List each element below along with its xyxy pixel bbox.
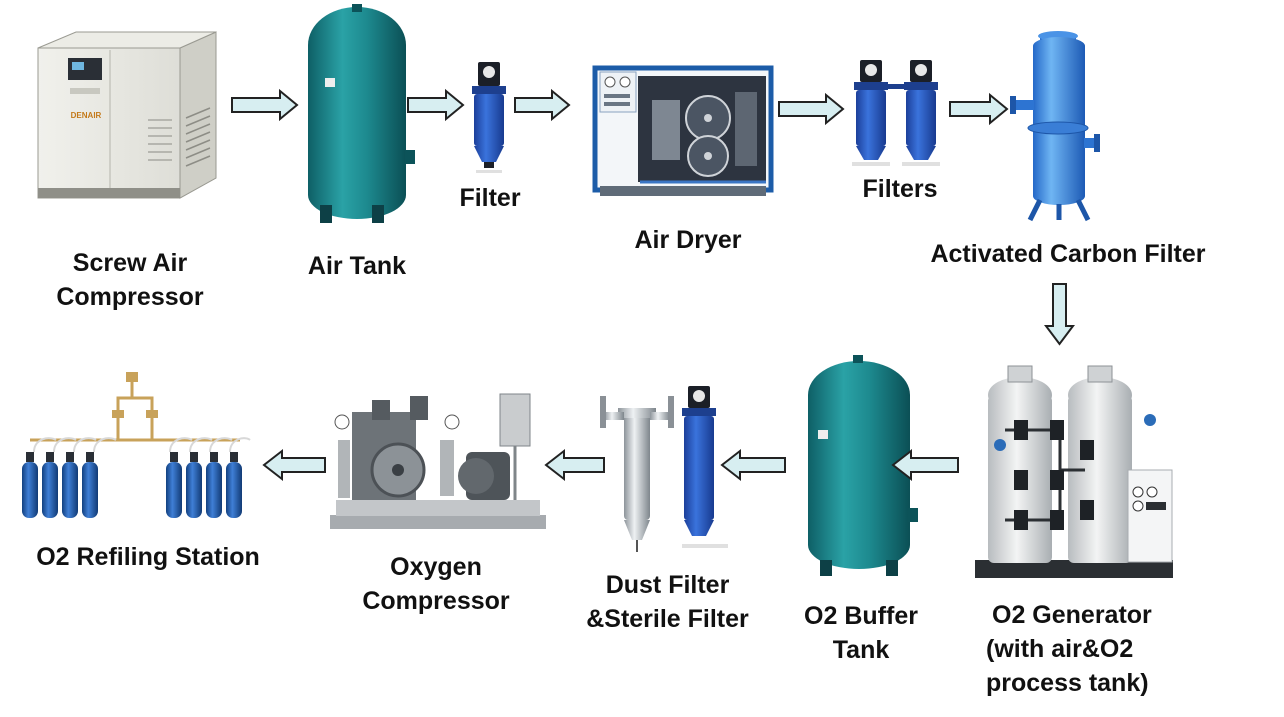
- oxygen-compressor-image: [330, 393, 546, 529]
- label-screw-air-compressor: Screw Air Compressor: [56, 249, 204, 311]
- o2-generator-image: [975, 365, 1173, 578]
- o2-buffer-tank-image: [808, 355, 918, 576]
- flow-arrow-filter-to-dryer: [514, 88, 571, 122]
- flow-arrow-compressor-to-station: [262, 448, 326, 482]
- flow-arrow-generator-to-buffer: [891, 448, 959, 482]
- label-air-tank: Air Tank: [307, 252, 407, 280]
- filter-image: [472, 62, 506, 173]
- label-filters: Filters: [862, 175, 938, 203]
- air-tank-image: [308, 4, 415, 223]
- flow-arrow-dust-filter-to-compressor: [544, 448, 605, 482]
- label-activated-carbon-filter: Activated Carbon Filter: [930, 240, 1206, 268]
- dust-sterile-filter-image: [600, 386, 728, 552]
- label-oxygen-compressor: Oxygen Compressor: [362, 553, 510, 615]
- o2-refiling-station-image: [22, 372, 251, 518]
- label-o2-generator: O2 Generator (with air&O2 process tank): [986, 601, 1152, 697]
- filters-image: [852, 60, 940, 166]
- flow-arrow-tank-to-filter: [407, 88, 465, 122]
- activated-carbon-filter-image: [1010, 31, 1100, 222]
- flow-arrow-carbon-to-generator: [1044, 283, 1075, 346]
- flow-arrow-dryer-to-filters: [778, 92, 845, 126]
- label-air-dryer: Air Dryer: [634, 226, 742, 254]
- compressor-brand-text: DENAIR: [71, 111, 102, 120]
- label-filter: Filter: [459, 184, 521, 212]
- flow-arrow-filters-to-carbon: [949, 92, 1009, 126]
- label-o2-buffer-tank: O2 Buffer Tank: [804, 602, 918, 664]
- air-dryer-image: [592, 65, 774, 196]
- label-o2-refiling-station: O2 Refiling Station: [36, 543, 260, 571]
- flow-arrow-compressor-to-tank: [231, 88, 299, 122]
- label-dust-sterile-filter: Dust Filter &Sterile Filter: [586, 571, 749, 633]
- screw-air-compressor-image: DENAIR: [37, 31, 217, 199]
- flow-arrow-buffer-to-dust-filter: [720, 448, 786, 482]
